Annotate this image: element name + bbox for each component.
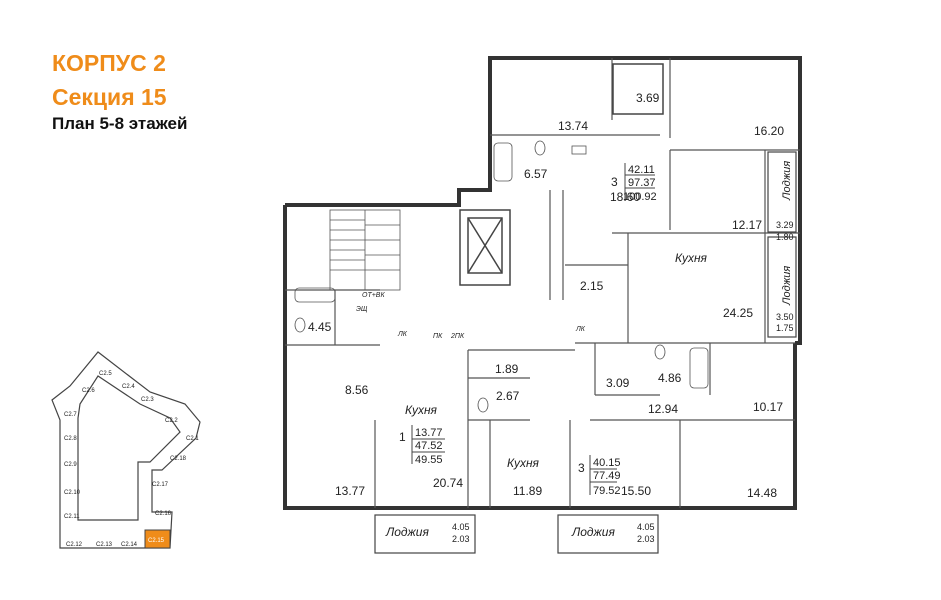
room-area: 4.45: [308, 320, 332, 334]
keyplan-c2-15: С2.15: [148, 538, 165, 544]
loggia-label: Лоджия: [385, 525, 429, 539]
section-title: Секция 15: [52, 84, 167, 110]
technical-labels: ОТ+ВК ЭЩ ЛК ПК 2ПК ЛК: [356, 292, 586, 340]
loggia-area: 1.75: [776, 323, 794, 333]
keyplan-c2-13: С2.13: [96, 542, 113, 548]
loggia-area: 3.50: [776, 312, 794, 322]
keyplan-c2-10: С2.10: [64, 490, 81, 496]
loggia-area: 4.05: [452, 522, 470, 532]
key-plan-labels: С2.5 С2.6 С2.4 С2.3 С2.2 С2.1 С2.7 С2.8 …: [64, 371, 199, 548]
loggia-area: 1.80: [776, 232, 794, 242]
keyplan-c2-17: С2.17: [152, 482, 169, 488]
kitchen-labels: Кухня Кухня Кухня: [405, 251, 708, 470]
outer-walls: [283, 56, 802, 510]
kitchen-label: Кухня: [405, 403, 438, 417]
loggia-label: Лоджия: [571, 525, 615, 539]
room-area: 10.17: [753, 400, 783, 414]
staircase: [329, 209, 401, 291]
keyplan-c2-5: С2.5: [99, 371, 112, 377]
loggia-area: 3.29: [776, 220, 794, 230]
keyplan-c2-9: С2.9: [64, 462, 77, 468]
apartment-living-area: 40.15: [593, 457, 621, 469]
keyplan-c2-14: С2.14: [121, 542, 138, 548]
room-area: 12.17: [732, 218, 762, 232]
floor-plan-title: План 5-8 этажей: [52, 114, 188, 133]
apartment-living-area: 13.77: [415, 427, 443, 439]
loggia-labels-bottom: Лоджия 4.05 2.03 Лоджия 4.05 2.03: [385, 522, 655, 544]
room-area: 12.94: [648, 402, 678, 416]
bathroom-fixtures: [294, 140, 709, 413]
keyplan-c2-2: С2.2: [165, 418, 178, 424]
room-area: 13.74: [558, 119, 588, 133]
inner-walls: [285, 58, 800, 508]
elevator-shafts: [459, 63, 664, 286]
keyplan-c2-6: С2.6: [82, 388, 95, 394]
loggia-areas-right: 3.29 1.80 3.50 1.75: [776, 220, 794, 333]
room-area: 2.67: [496, 389, 520, 403]
tech-label: ЭЩ: [356, 306, 368, 313]
loggia-label: Лоджия: [781, 161, 793, 201]
tech-label: ОТ+ВК: [362, 292, 385, 299]
keyplan-c2-1: С2.1: [186, 436, 199, 442]
tech-label: ЛК: [397, 331, 408, 338]
keyplan-c2-16: С2.16: [155, 511, 172, 517]
keyplan-c2-8: С2.8: [64, 436, 77, 442]
keyplan-c2-12: С2.12: [66, 542, 83, 548]
room-area: 24.25: [723, 306, 753, 320]
kitchen-label: Кухня: [507, 456, 540, 470]
tech-label: ПК: [433, 333, 443, 340]
building-title: КОРПУС 2: [52, 50, 166, 76]
room-area: 4.86: [658, 371, 682, 385]
loggia-label: Лоджия: [781, 266, 793, 306]
keyplan-c2-18: С2.18: [170, 456, 187, 462]
kitchen-label: Кухня: [675, 251, 708, 265]
room-area: 20.74: [433, 476, 463, 490]
apartment-card-1: 1 13.77 47.52 49.55: [399, 425, 445, 466]
loggia-area: 4.05: [637, 522, 655, 532]
room-area: 3.09: [606, 376, 630, 390]
apartment-area-with-loggia: 49.55: [415, 454, 443, 466]
room-area: 13.77: [335, 484, 365, 498]
apartment-area-with-loggia: 100.92: [623, 191, 657, 203]
keyplan-c2-11: С2.11: [64, 514, 80, 520]
apartment-card-3-bottom: 3 40.15 77.49 79.52: [578, 455, 621, 497]
apartment-total-area: 77.49: [593, 470, 621, 482]
apartment-total-area: 47.52: [415, 440, 443, 452]
apartment-rooms: 3: [611, 175, 618, 189]
room-area: 8.56: [345, 383, 369, 397]
apartment-rooms: 1: [399, 430, 406, 444]
apartment-living-area: 42.11: [628, 164, 655, 176]
keyplan-c2-7: С2.7: [64, 412, 77, 418]
room-area: 16.20: [754, 124, 784, 138]
loggia-area: 2.03: [637, 534, 655, 544]
keyplan-highlight: [144, 529, 171, 549]
apartment-total-area: 97.37: [628, 177, 656, 189]
room-area: 2.15: [580, 279, 604, 293]
apartment-area-with-loggia: 79.52: [593, 485, 621, 497]
loggias: [374, 151, 797, 554]
loggia-labels-vertical: Лоджия Лоджия: [781, 161, 793, 306]
room-area: 3.69: [636, 91, 660, 105]
apartment-rooms: 3: [578, 461, 585, 475]
tech-label: ЛК: [575, 326, 586, 333]
room-area: 14.48: [747, 486, 777, 500]
room-area: 1.89: [495, 362, 519, 376]
room-area: 6.57: [524, 167, 548, 181]
apartment-card-3-top: 3 42.11 97.37 100.92: [611, 163, 657, 203]
tech-label: 2ПК: [450, 333, 465, 340]
room-area: 11.89: [513, 484, 542, 498]
room-areas: 13.74 3.69 16.20 6.57 18.60 12.17 2.15 2…: [308, 91, 784, 500]
keyplan-c2-4: С2.4: [122, 384, 135, 390]
keyplan-c2-3: С2.3: [141, 397, 154, 403]
loggia-area: 2.03: [452, 534, 470, 544]
room-area: 15.50: [621, 484, 651, 498]
